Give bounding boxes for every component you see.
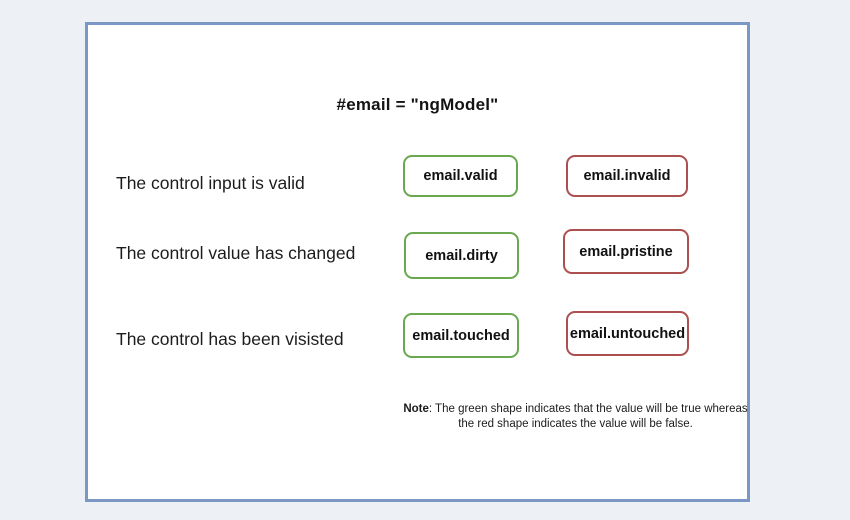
row-label-changed: The control value has changed: [116, 243, 356, 263]
diagram-title: #email = "ngModel": [336, 95, 499, 114]
pristine-pill: email.pristine: [563, 229, 689, 274]
invalid-pill: email.invalid: [566, 155, 688, 197]
note-label: Note: [403, 403, 429, 415]
untouched-pill: email.untouched: [566, 311, 689, 356]
valid-pill: email.valid: [403, 155, 518, 197]
touched-pill: email.touched: [403, 313, 519, 358]
row-label-visited: The control has been visisted: [116, 329, 344, 349]
note-text: Note: The green shape indicates that the…: [403, 402, 748, 432]
diagram-frame: #email = "ngModel" The control input is …: [85, 22, 750, 502]
note-body: : The green shape indicates that the val…: [428, 403, 748, 430]
dirty-pill: email.dirty: [404, 232, 519, 279]
row-label-valid: The control input is valid: [116, 173, 305, 193]
